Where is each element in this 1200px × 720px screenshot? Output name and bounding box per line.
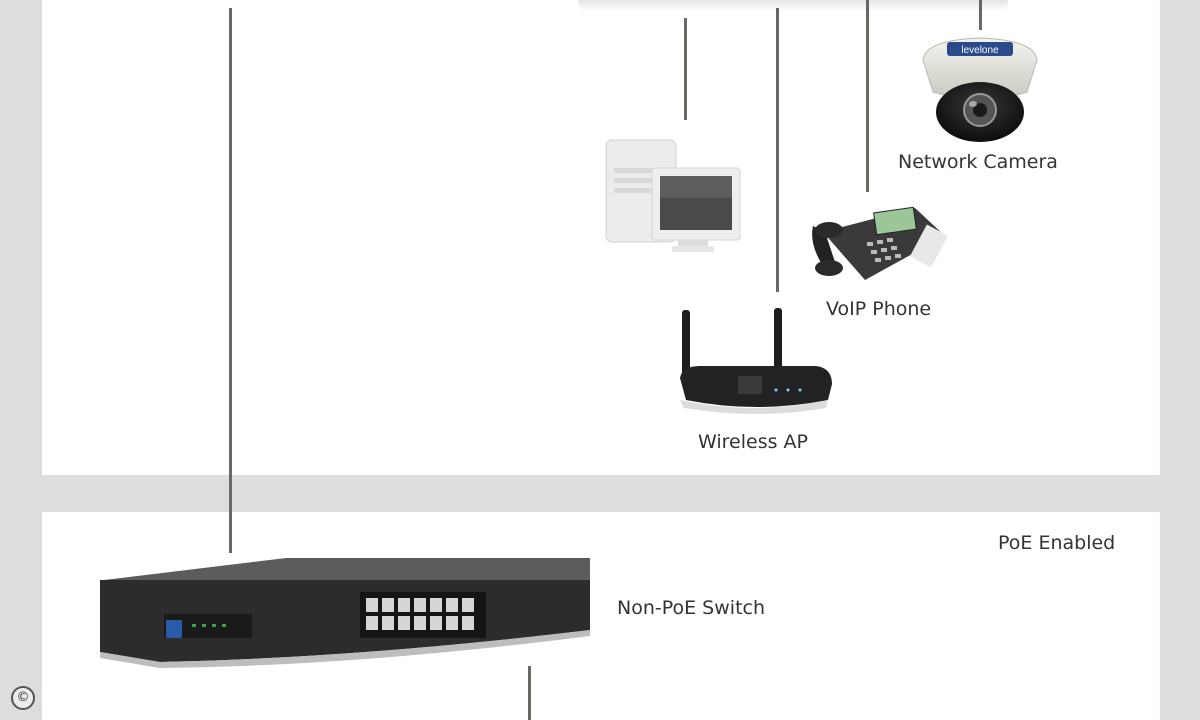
- non-poe-switch-label: Non-PoE Switch: [617, 597, 766, 619]
- network-camera-icon: levelone: [922, 37, 1038, 142]
- cable-left: [229, 8, 232, 553]
- wireless-ap-icon: [680, 308, 832, 414]
- copyright-badge: ©: [11, 686, 35, 710]
- wireless-ap-label: Wireless AP: [698, 431, 808, 453]
- camera-brand-logo: levelone: [961, 45, 999, 56]
- cable-computer: [684, 18, 687, 120]
- computer-icon: [605, 139, 741, 252]
- cable-network-camera: [979, 0, 982, 30]
- network-camera-label: Network Camera: [898, 151, 1058, 173]
- voip-phone-label: VoIP Phone: [826, 298, 932, 320]
- non-poe-switch-icon: [100, 558, 590, 668]
- cable-switch-down: [528, 666, 531, 720]
- voip-phone-icon: [812, 206, 949, 280]
- poe-enabled-label: PoE Enabled: [998, 532, 1116, 554]
- poe-switch-edge: [578, 0, 1008, 12]
- cable-wireless-ap: [776, 8, 779, 292]
- cable-voip-phone: [866, 0, 869, 192]
